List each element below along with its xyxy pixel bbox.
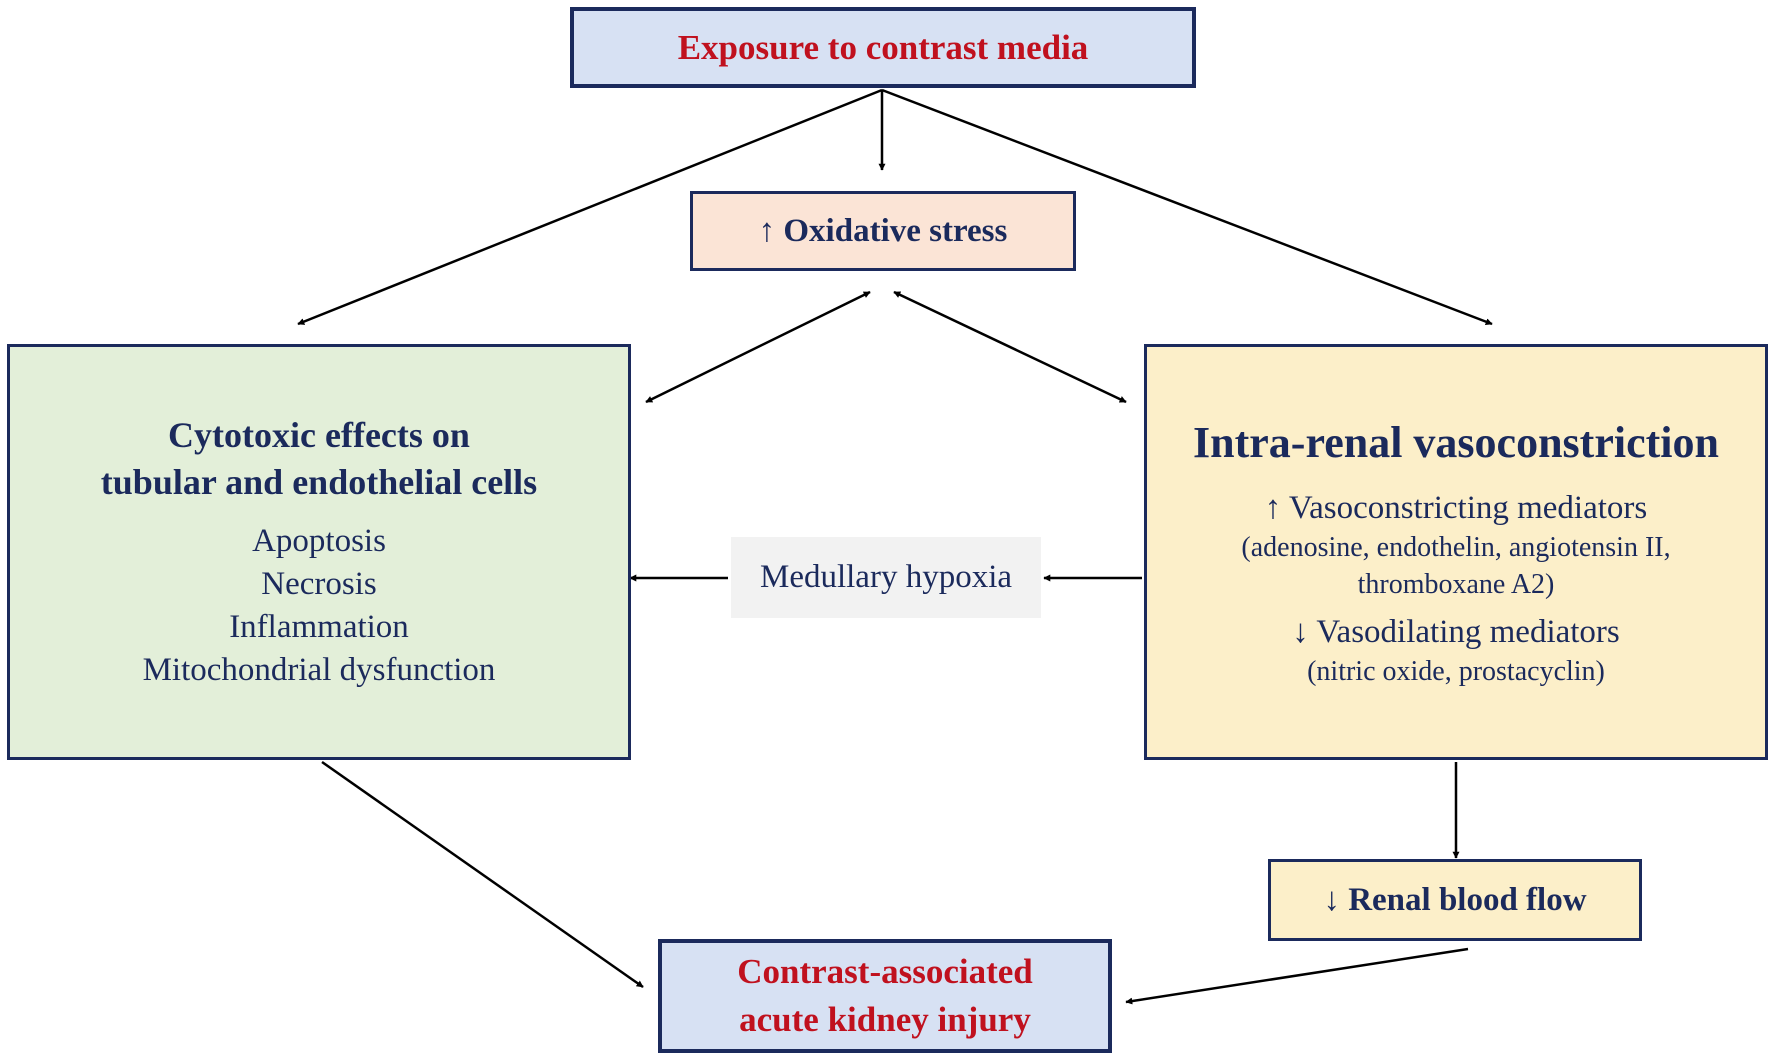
arrow-oxidative-right-bidirectional xyxy=(893,290,1127,404)
exposure-box: Exposure to contrast media xyxy=(570,7,1196,88)
medullary-hypoxia-label: Medullary hypoxia xyxy=(759,559,1013,595)
list-item: Inflammation xyxy=(229,609,409,645)
vasoconstricting-detail-line2: thromboxane A2) xyxy=(1357,568,1555,600)
arrow-oxidative-left-bidirectional xyxy=(645,290,871,404)
renal-blood-flow-label: ↓ Renal blood flow xyxy=(1323,881,1587,918)
cytotoxic-effects-box: Cytotoxic effects on tubular and endothe… xyxy=(7,344,631,760)
cytotoxic-title-line1: Cytotoxic effects on xyxy=(168,415,470,455)
list-item: Mitochondrial dysfunction xyxy=(142,652,496,688)
vasoconstriction-box: Intra-renal vasoconstriction ↑ Vasoconst… xyxy=(1144,344,1768,760)
renal-blood-flow-box: ↓ Renal blood flow xyxy=(1268,859,1642,941)
cytotoxic-items: Apoptosis Necrosis Inflammation Mitochon… xyxy=(143,520,496,692)
exposure-label: Exposure to contrast media xyxy=(677,27,1089,67)
oxidative-stress-label: ↑ Oxidative stress xyxy=(758,212,1008,249)
vasodilating-detail: (nitric oxide, prostacyclin) xyxy=(1307,655,1605,687)
vasoconstriction-title: Intra-renal vasoconstriction xyxy=(1193,417,1719,467)
aki-line2: acute kidney injury xyxy=(739,1000,1031,1039)
arrow-left-to-bottom xyxy=(321,760,644,989)
acute-kidney-injury-box: Contrast-associated acute kidney injury xyxy=(658,939,1112,1053)
medullary-hypoxia-box: Medullary hypoxia xyxy=(731,537,1041,618)
cytotoxic-title-line2: tubular and endothelial cells xyxy=(100,462,538,502)
vasoconstricting-mediators: ↑ Vasoconstricting mediators xyxy=(1264,489,1648,526)
arrow-top-to-right xyxy=(881,88,1493,326)
cytotoxic-title: Cytotoxic effects on tubular and endothe… xyxy=(39,412,599,506)
vasoconstricting-detail: (adenosine, endothelin, angiotensin II, … xyxy=(1176,529,1736,603)
aki-line1: Contrast-associated xyxy=(737,952,1033,991)
oxidative-stress-box: ↑ Oxidative stress xyxy=(690,191,1076,271)
list-item: Necrosis xyxy=(261,566,377,602)
arrow-renal-flow-to-bottom xyxy=(1125,947,1469,1005)
arrow-top-to-left xyxy=(297,88,883,326)
vasoconstricting-detail-line1: (adenosine, endothelin, angiotensin II, xyxy=(1241,531,1671,563)
vasodilating-mediators: ↓ Vasodilating mediators xyxy=(1292,613,1620,650)
list-item: Apoptosis xyxy=(252,523,386,559)
